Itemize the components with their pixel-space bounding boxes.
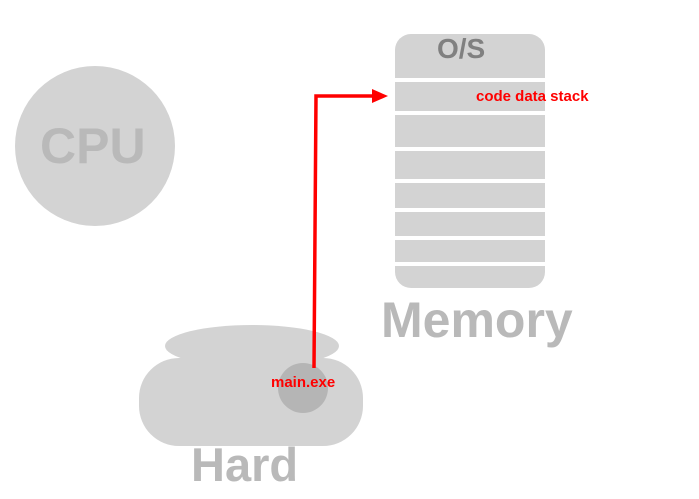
disk-label: Hard <box>191 438 299 491</box>
memory-block <box>395 34 545 288</box>
memory-dividers <box>395 78 545 266</box>
disk-body <box>139 358 363 446</box>
load-arrow-head <box>372 89 388 103</box>
disk-platter <box>165 325 339 367</box>
disk-file-circle <box>278 363 328 413</box>
memory-segment-label: code data stack <box>476 88 589 105</box>
cpu-label: CPU <box>40 118 146 174</box>
load-arrow-line <box>312 94 375 369</box>
disk-file-label: main.exe <box>271 374 336 391</box>
memory-label: Memory <box>381 292 573 348</box>
os-label: O/S <box>437 33 486 64</box>
cpu-circle <box>15 66 175 226</box>
